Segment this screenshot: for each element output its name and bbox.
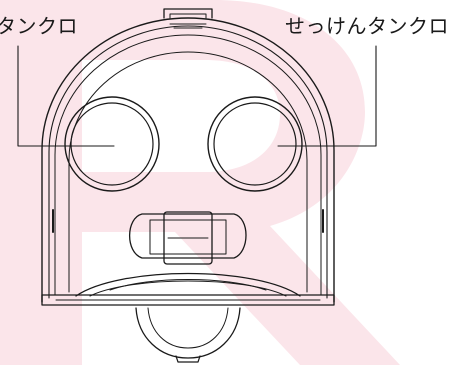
top-tab-inner (169, 13, 207, 19)
housing-outer (41, 17, 335, 303)
base-plate (41, 294, 335, 306)
left-tank-label: タンクロ (0, 14, 78, 38)
right-tank-inner (213, 102, 297, 186)
nozzle-tip (175, 355, 201, 363)
right-tank-outer (207, 96, 303, 192)
leader-lines (17, 45, 377, 147)
nozzle-inner (147, 307, 229, 349)
bottom-dome (75, 272, 301, 297)
bottom-nozzle (135, 307, 241, 363)
watermark-letter-shape (0, 0, 400, 365)
dome-outer (75, 272, 301, 297)
leader-line-left (17, 45, 115, 147)
nozzle-outer (135, 307, 241, 359)
latch-bracket (129, 213, 247, 259)
latch-frame (149, 219, 227, 255)
base-plate-outer (41, 294, 335, 306)
top-tab (163, 8, 213, 19)
left-tank (64, 96, 160, 192)
left-tank-inner (70, 102, 154, 186)
left-tank-outer (64, 96, 160, 192)
latch-button (163, 211, 213, 265)
watermark-letter (0, 0, 400, 365)
housing-inner (54, 34, 322, 296)
top-tab-outline (163, 8, 213, 19)
center-latch (129, 211, 247, 265)
housing (41, 17, 335, 303)
dome-inner (89, 280, 287, 297)
housing-inner-2 (68, 51, 308, 293)
dome-mid (109, 279, 267, 291)
right-tank-label: せっけんタンクロ (285, 14, 449, 38)
housing-mid (48, 25, 328, 299)
leader-line-right (277, 45, 377, 147)
right-tank (207, 96, 303, 192)
